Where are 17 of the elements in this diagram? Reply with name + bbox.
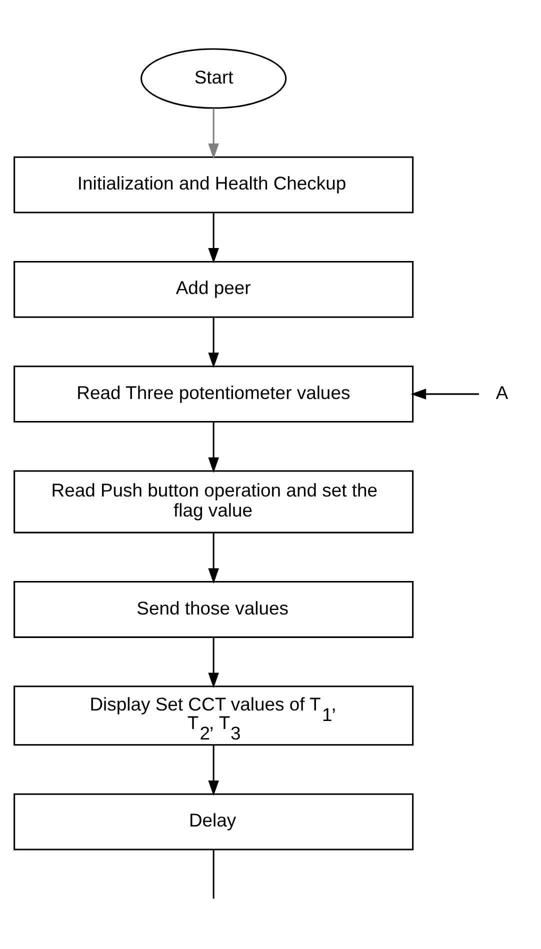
node-box: Initialization and Health Checkup (14, 156, 414, 214)
node-box: Read Push button operation and set the flag value (14, 470, 414, 534)
arrow (208, 533, 219, 584)
arrow (208, 638, 219, 688)
node-box: Add peer (14, 261, 414, 318)
arrow (208, 745, 219, 796)
connector (212, 850, 214, 899)
arrow (208, 213, 219, 264)
arrow (208, 422, 219, 473)
node-text: A (496, 382, 508, 403)
node-box: Send those values (14, 581, 414, 638)
arrow (208, 318, 219, 368)
arrow (410, 388, 479, 400)
node-ellipse: Start (140, 48, 287, 109)
arrow (208, 108, 219, 159)
node-box: Read Three potentiometer values (14, 366, 414, 423)
node-box: Delay (14, 793, 414, 850)
